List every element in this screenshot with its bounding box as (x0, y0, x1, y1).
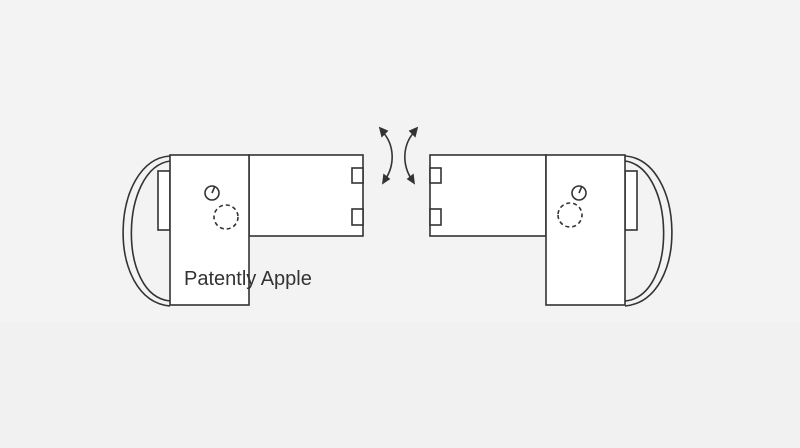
left-device (122, 154, 364, 307)
left-band-inner (130, 160, 171, 302)
watermark: Patently Apple (184, 268, 312, 290)
right-connector-top (429, 167, 442, 184)
right-connector-bottom (429, 208, 442, 226)
left-connector-bottom (351, 208, 364, 226)
right-crown-dashed (557, 202, 583, 228)
right-device (429, 154, 673, 307)
right-body (545, 154, 626, 306)
left-extension (248, 154, 364, 237)
right-side-pad (624, 170, 638, 231)
left-connector-top (351, 167, 364, 184)
left-side-pad (157, 170, 171, 231)
right-band-outer (624, 155, 673, 307)
right-crown-mark (578, 185, 583, 194)
left-crown-mark (211, 185, 216, 194)
right-extension (429, 154, 547, 237)
left-band-outer (122, 155, 171, 307)
left-crown-dashed (213, 204, 239, 230)
right-band-inner (624, 160, 665, 302)
rotation-arrows-icon (378, 126, 419, 185)
drawing-area (0, 0, 800, 322)
left-body (169, 154, 250, 306)
